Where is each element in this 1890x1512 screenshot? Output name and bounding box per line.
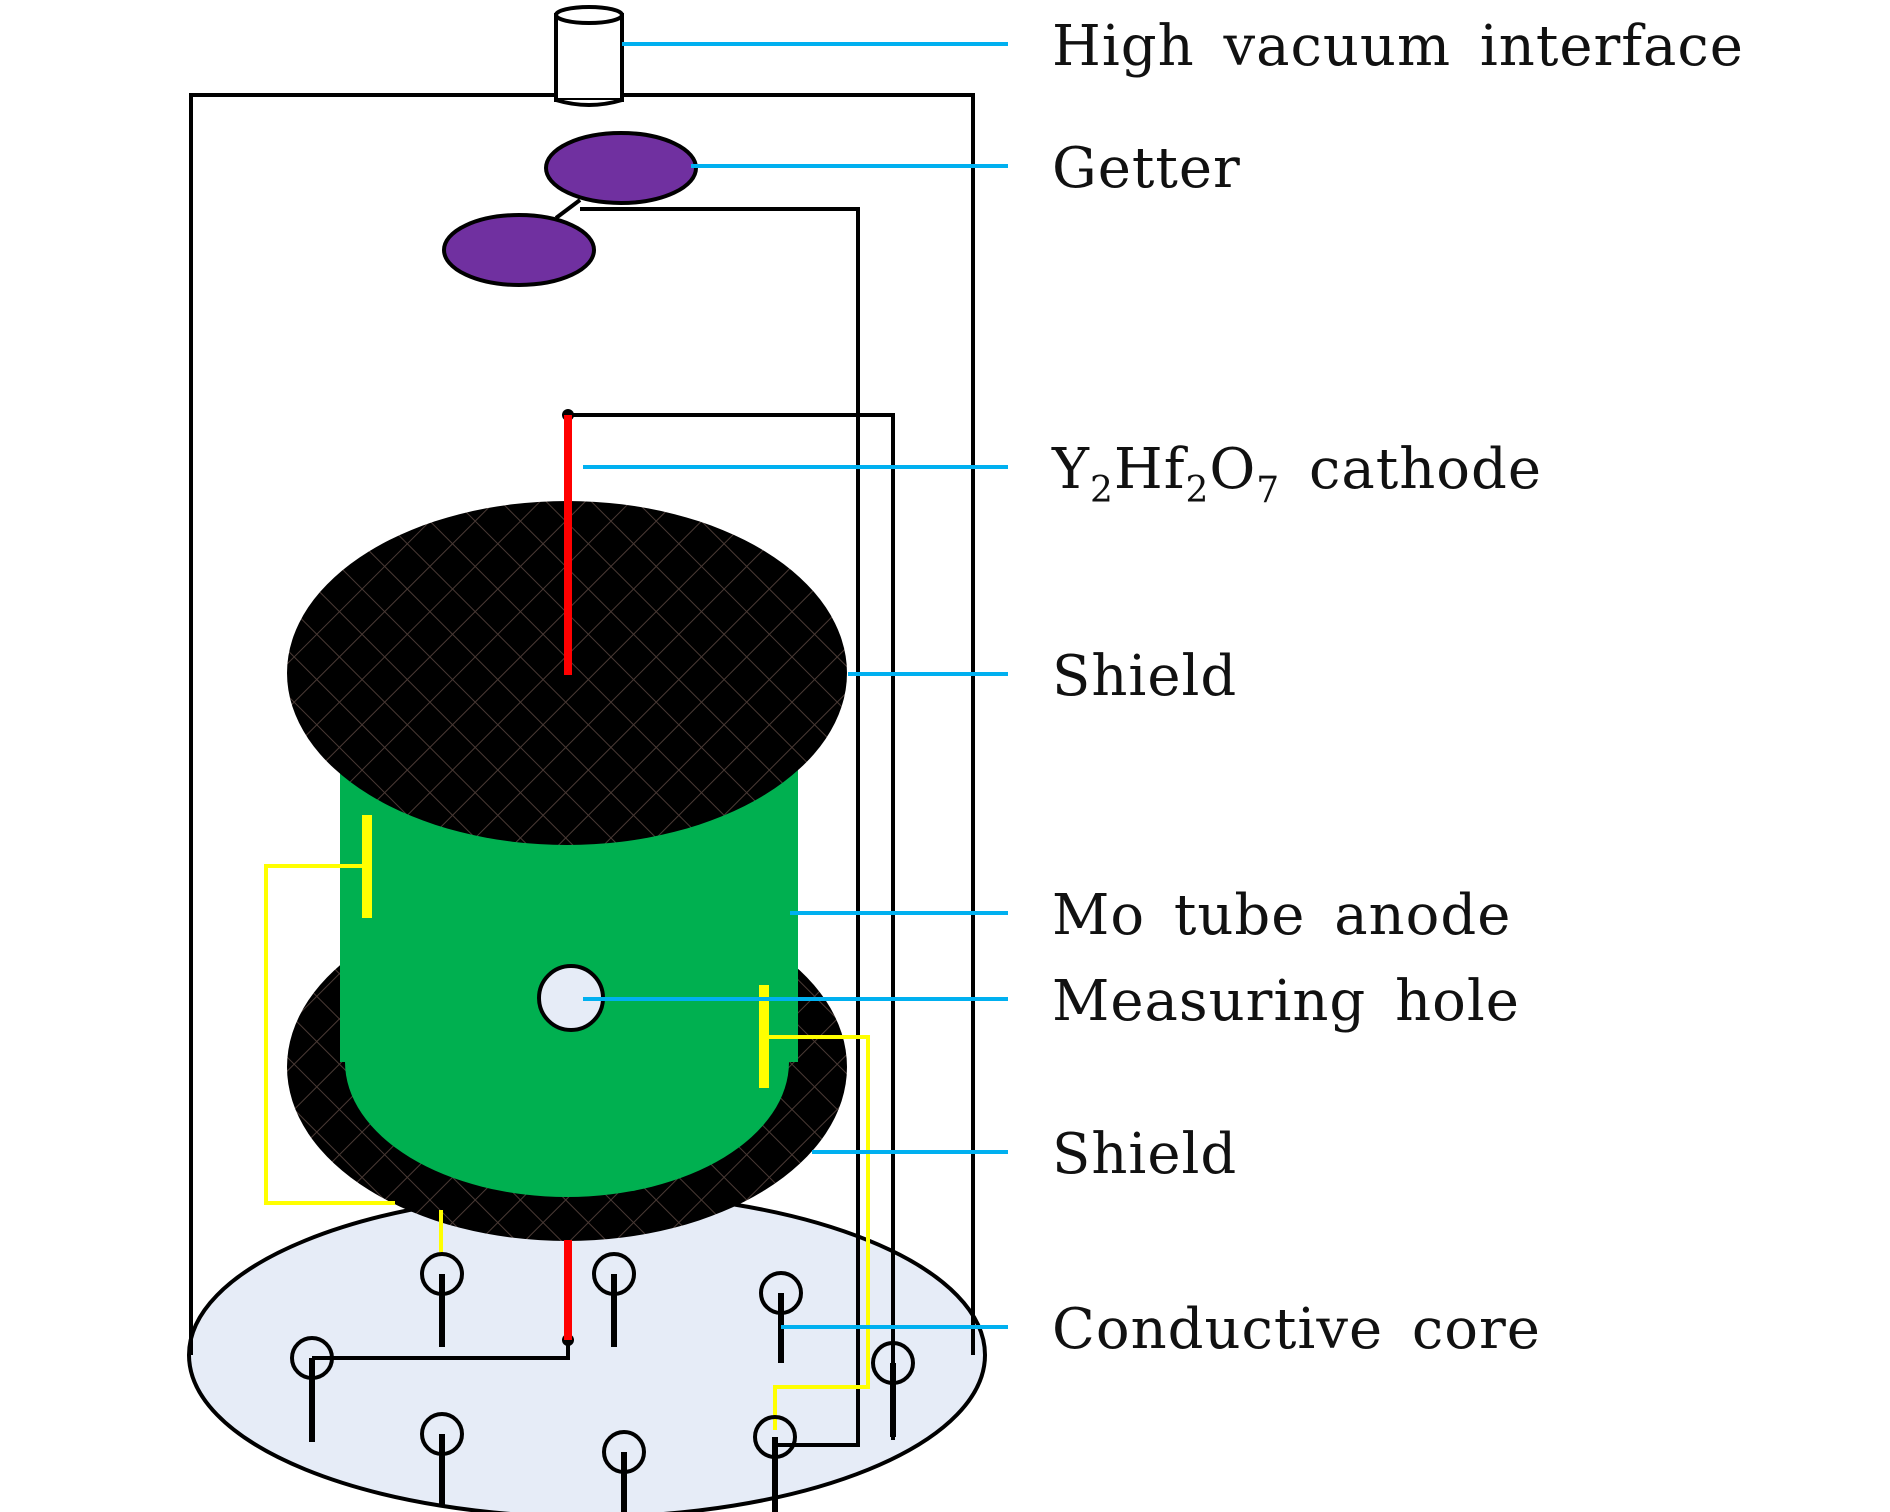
label-cathode-sub3: 7	[1256, 470, 1281, 511]
getter-lead	[580, 207, 860, 1447]
label-shield-top: Shield	[1052, 644, 1238, 709]
getter-pill-upper	[544, 131, 698, 205]
getter-pill-lower	[442, 213, 596, 287]
core-pin	[420, 1412, 464, 1505]
core-pin	[871, 1341, 915, 1437]
anode-connector-right	[759, 985, 870, 1430]
core-pin	[602, 1430, 646, 1512]
label-cathode: Y2Hf2O7 cathode	[1052, 442, 1542, 509]
core-pin	[753, 1415, 797, 1512]
anode-connector-left	[264, 815, 443, 1252]
core-pin	[420, 1252, 464, 1347]
vacuum-interface-tube	[554, 5, 624, 107]
conductive-core-pins	[290, 1252, 915, 1512]
label-cathode-y: Y	[1052, 437, 1090, 502]
label-shield-bottom: Shield	[1052, 1122, 1238, 1187]
label-cathode-sub1: 2	[1089, 470, 1114, 511]
label-cathode-hf: Hf	[1113, 437, 1186, 502]
label-getter: Getter	[1052, 136, 1241, 201]
cathode-top-lead	[568, 413, 895, 1440]
label-cathode-o: O	[1209, 437, 1257, 502]
label-cathode-rest: cathode	[1280, 437, 1542, 502]
label-high-vacuum-interface: High vacuum interface	[1052, 14, 1744, 79]
base-disk	[187, 1191, 987, 1512]
label-cathode-sub2: 2	[1185, 470, 1210, 511]
label-conductive-core: Conductive core	[1052, 1297, 1541, 1362]
core-pin	[290, 1336, 334, 1442]
core-pin	[592, 1252, 636, 1347]
label-measuring-hole: Measuring hole	[1052, 969, 1520, 1034]
getter-link	[554, 198, 582, 220]
label-mo-tube-anode: Mo tube anode	[1052, 883, 1512, 948]
